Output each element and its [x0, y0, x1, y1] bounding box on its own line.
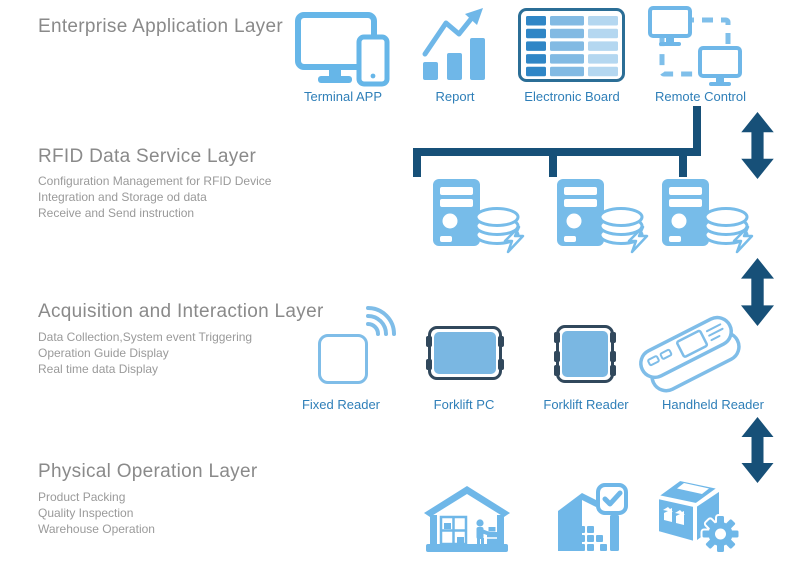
mount-clip-icon: [554, 332, 560, 343]
package-gear-icon: [655, 478, 741, 554]
server-database-icon: [557, 179, 649, 254]
layer-bullet: Receive and Send instruction: [38, 206, 195, 220]
updown-arrow-icon: [741, 112, 774, 179]
layer-title-acquisition: Acquisition and Interaction Layer: [38, 301, 324, 322]
connector-stub-left: [413, 148, 421, 177]
fixed-reader-label: Fixed Reader: [301, 397, 381, 412]
layer-title-rfid-service: RFID Data Service Layer: [38, 146, 257, 167]
electronic-board-label: Electronic Board: [524, 89, 620, 104]
layer-title-physical: Physical Operation Layer: [38, 461, 258, 482]
layer-bullets-physical: Product Packing Quality Inspection Wareh…: [38, 489, 155, 537]
layer-bullets-acquisition: Data Collection,System event Triggering …: [38, 329, 252, 377]
server-database-icon: [662, 179, 754, 254]
forklift-pc-screen: [434, 332, 496, 374]
connector-stub-middle: [549, 148, 557, 177]
forklift-reader-label: Forklift Reader: [543, 397, 629, 412]
handheld-reader-label: Handheld Reader: [662, 397, 764, 412]
mount-clip-icon: [554, 365, 560, 376]
quality-check-icon: [558, 483, 628, 551]
connector-line-horizontal: [413, 148, 701, 156]
wifi-icon: [366, 306, 396, 336]
terminal-app-icon: [295, 12, 390, 87]
report-icon: [422, 8, 485, 80]
remote-control-icon: [648, 6, 742, 86]
mount-clip-icon: [498, 336, 504, 347]
mount-clip-icon: [426, 336, 432, 347]
forklift-reader-screen: [562, 331, 608, 377]
mount-clip-icon: [554, 351, 560, 362]
server-database-icon: [433, 179, 525, 254]
layer-title-enterprise: Enterprise Application Layer: [38, 16, 283, 37]
handheld-reader-icon: [639, 315, 741, 393]
mount-clip-icon: [498, 359, 504, 370]
mount-clip-icon: [426, 359, 432, 370]
mount-clip-icon: [610, 365, 616, 376]
mount-clip-icon: [610, 332, 616, 343]
forklift-reader-icon: [554, 325, 616, 383]
remote-control-label: Remote Control: [654, 89, 747, 104]
terminal-app-label: Terminal APP: [303, 89, 383, 104]
layer-bullet: Integration and Storage od data: [38, 190, 207, 204]
layer-bullet: Real time data Display: [38, 362, 159, 376]
connector-stub-right: [679, 148, 687, 177]
mount-clip-icon: [610, 351, 616, 362]
layer-bullet: Configuration Management for RFID Device: [38, 174, 272, 188]
layer-bullets-rfid-service: Configuration Management for RFID Device…: [38, 173, 271, 221]
layer-bullet: Warehouse Operation: [38, 522, 155, 536]
fixed-reader-icon: [318, 334, 368, 384]
forklift-pc-label: Forklift PC: [433, 397, 495, 412]
warehouse-icon: [424, 486, 510, 552]
layer-bullet: Quality Inspection: [38, 506, 134, 520]
report-label: Report: [435, 89, 475, 104]
connector-line-vertical: [693, 106, 701, 156]
layer-bullet: Product Packing: [38, 490, 126, 504]
updown-arrow-icon: [741, 417, 774, 483]
electronic-board-icon: [518, 8, 625, 82]
layer-bullet: Operation Guide Display: [38, 346, 169, 360]
layer-bullet: Data Collection,System event Triggering: [38, 330, 253, 344]
updown-arrow-icon: [741, 257, 774, 327]
forklift-pc-icon: [426, 326, 504, 380]
